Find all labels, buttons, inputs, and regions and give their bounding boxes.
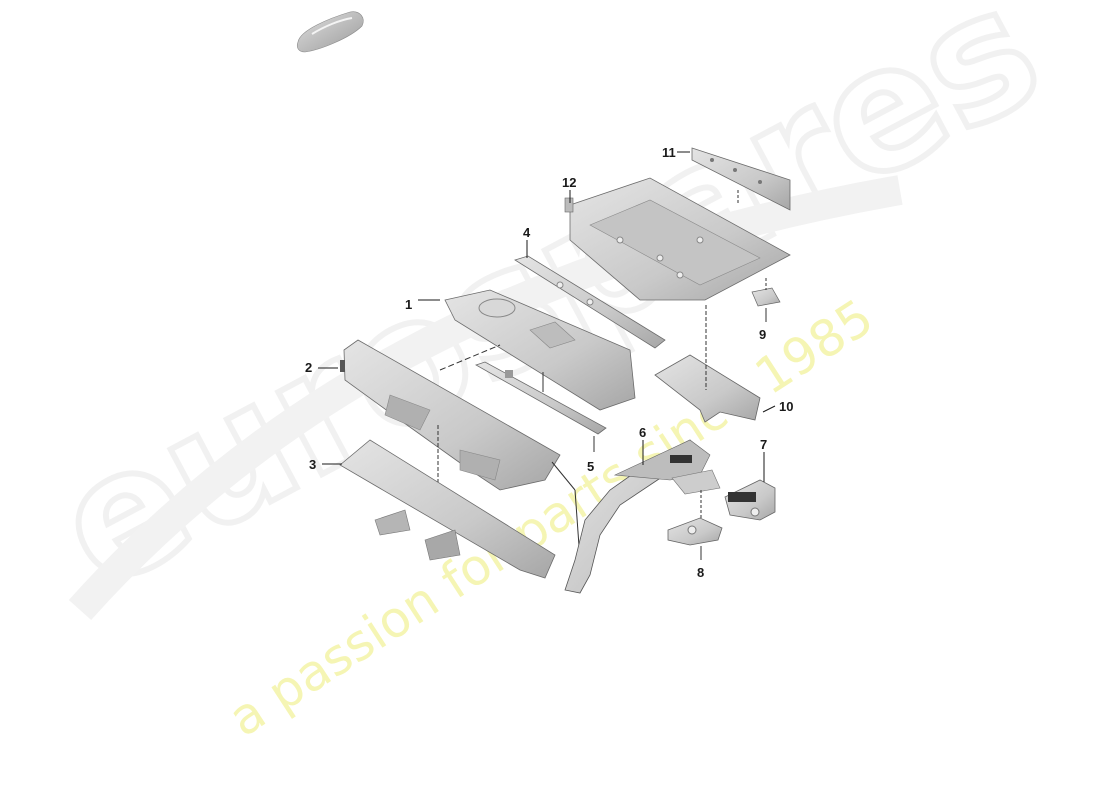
part-7	[724, 479, 776, 521]
car-thumbnail-icon	[296, 11, 364, 53]
callout-4[interactable]: 4	[523, 225, 531, 240]
part-8	[667, 490, 723, 560]
leader-lines	[318, 151, 776, 482]
part-10	[654, 305, 761, 423]
callout-6[interactable]: 6	[639, 425, 647, 440]
callout-8[interactable]: 8	[697, 565, 705, 580]
callout-12[interactable]: 12	[562, 175, 577, 190]
callout-2[interactable]: 2	[305, 360, 313, 375]
part-4	[514, 255, 666, 349]
part-3	[339, 439, 581, 579]
part-1	[439, 289, 636, 411]
callout-11[interactable]: 11	[662, 145, 676, 160]
part-11	[691, 147, 791, 211]
part-6	[564, 439, 721, 594]
part-12	[564, 177, 791, 301]
callout-1[interactable]: 1	[405, 297, 413, 312]
part-2	[340, 339, 561, 500]
part-5	[475, 361, 607, 452]
callout-9[interactable]: 9	[759, 327, 767, 342]
callout-10[interactable]: 10	[779, 399, 794, 414]
callout-3[interactable]: 3	[309, 457, 317, 472]
callout-5[interactable]: 5	[587, 459, 595, 474]
part-9	[751, 278, 781, 322]
callout-7[interactable]: 7	[760, 437, 768, 452]
